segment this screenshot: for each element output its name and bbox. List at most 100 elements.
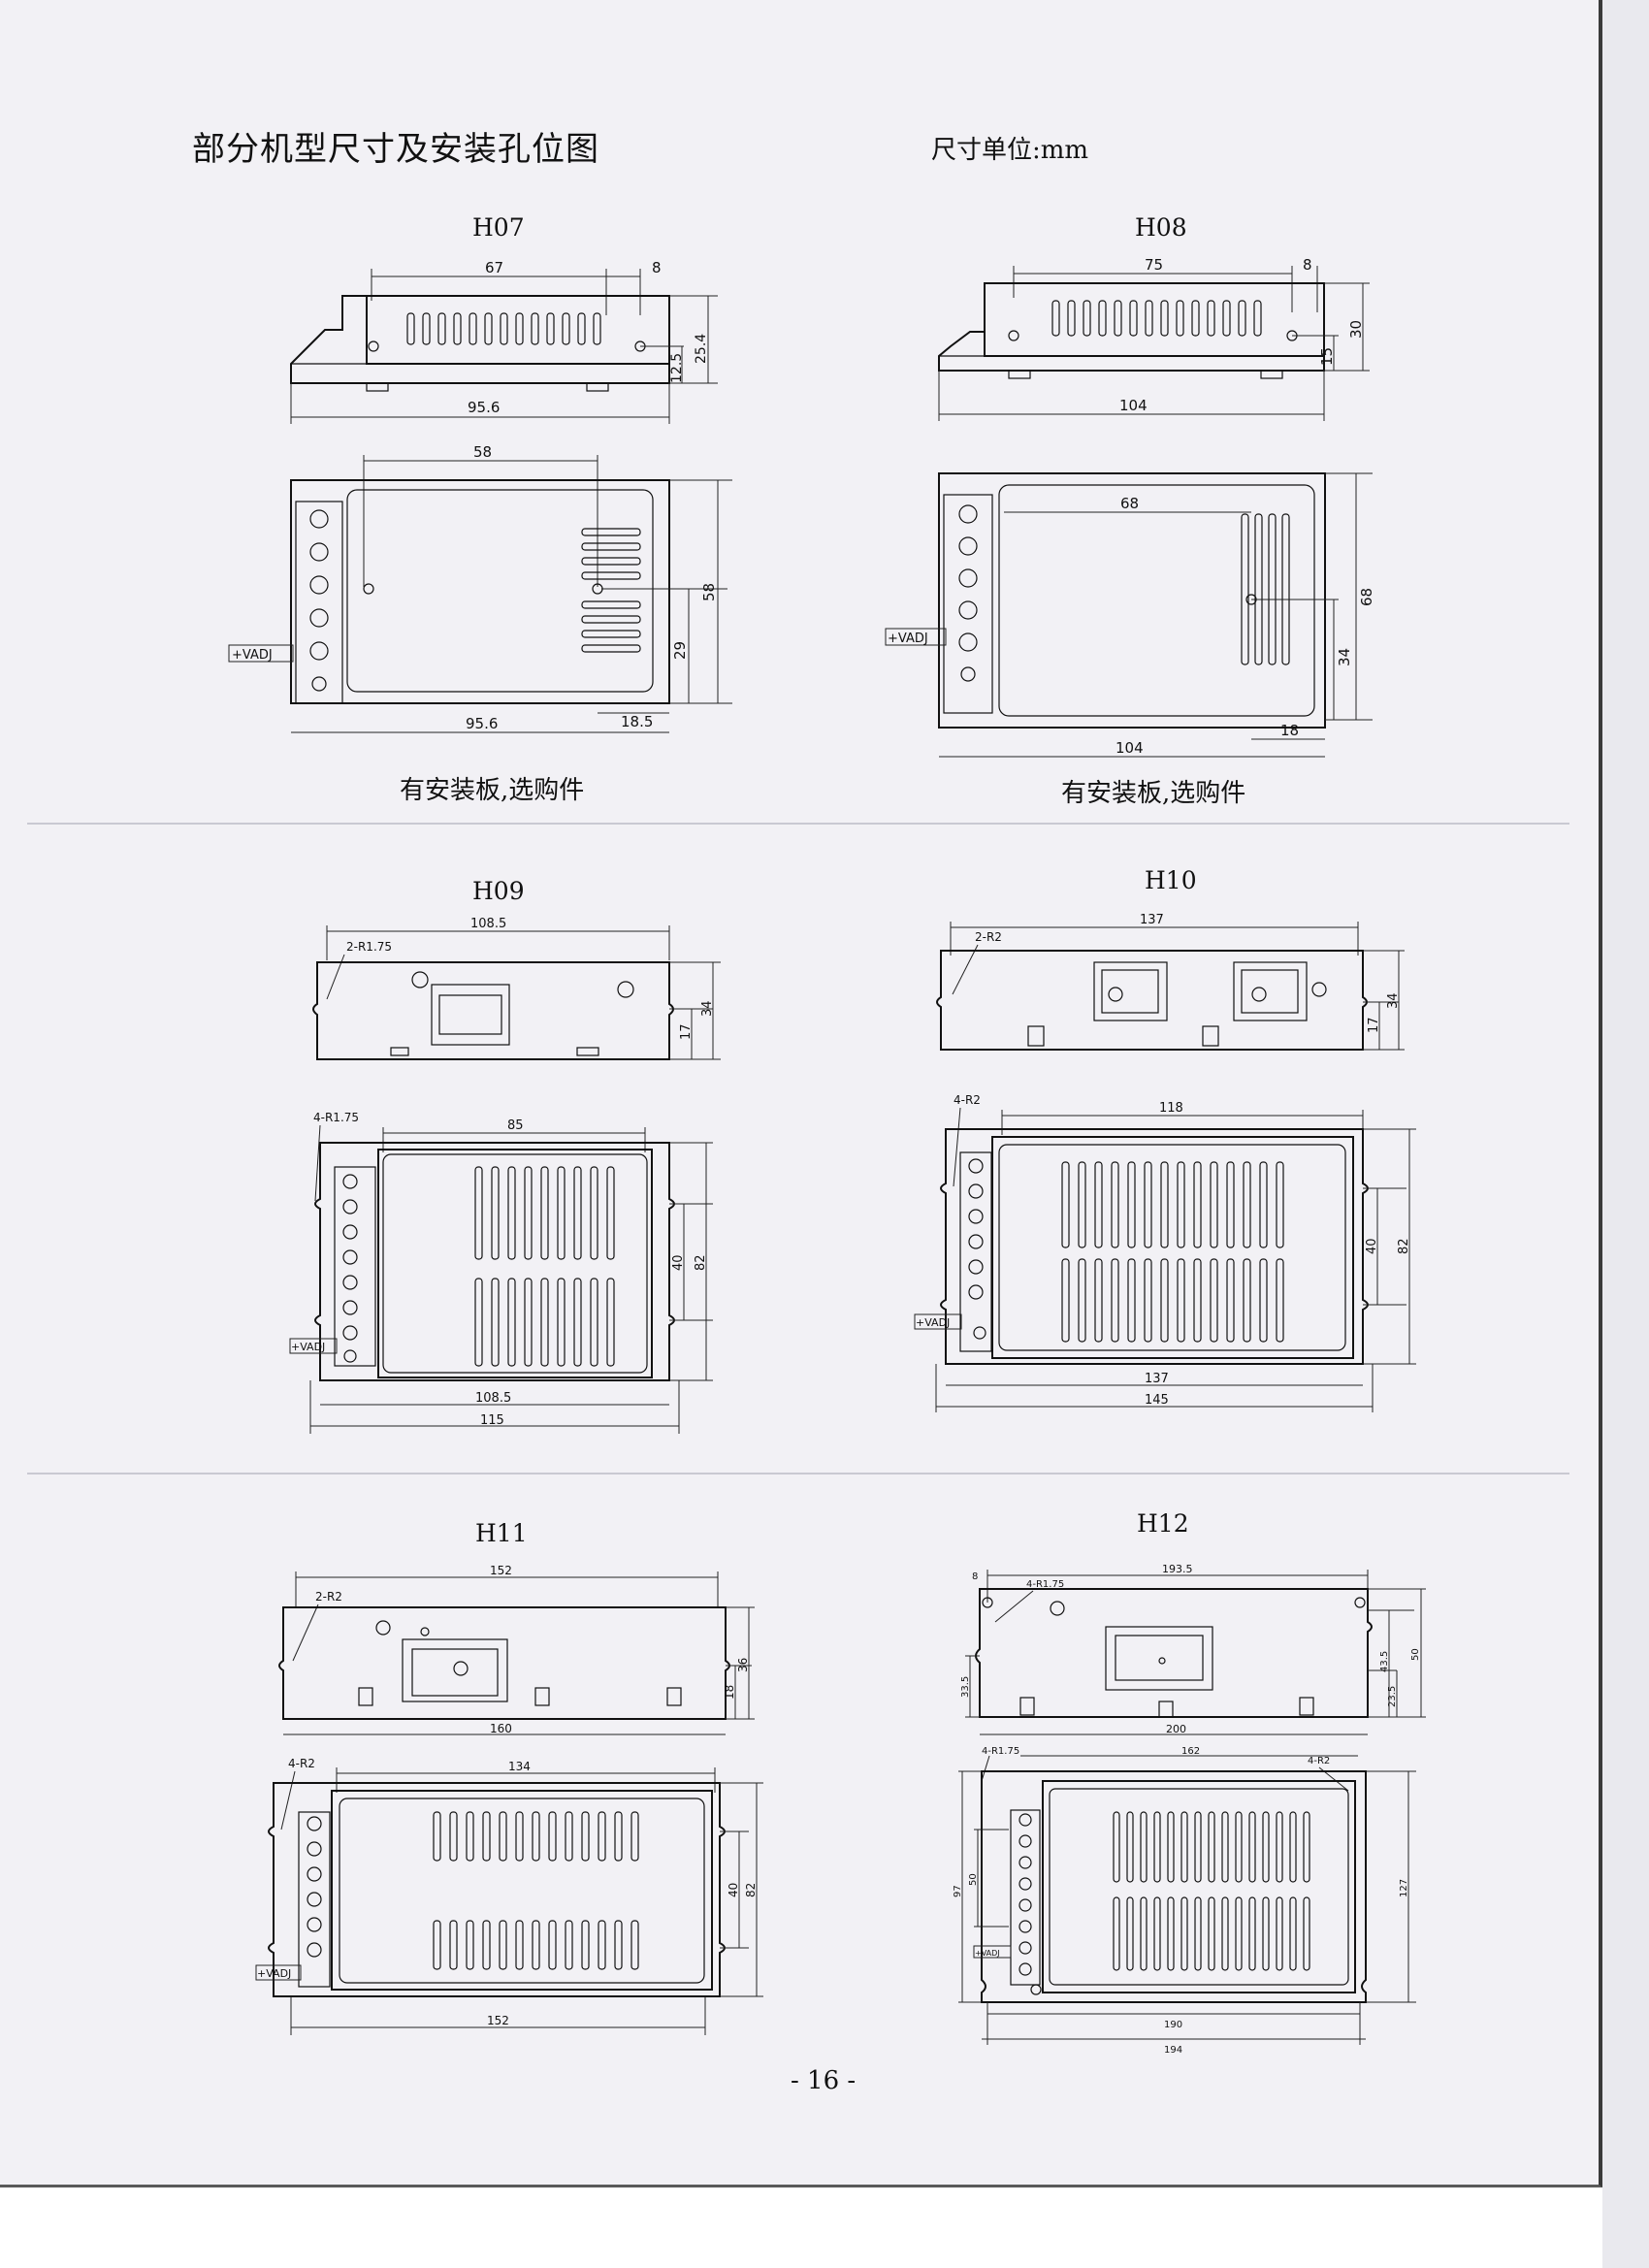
dim-text: 104 [1116, 739, 1144, 757]
vadj-label: +VADJ [232, 648, 273, 663]
dim-text: 34 [1336, 648, 1353, 666]
dim-text: 40 [1365, 1238, 1379, 1254]
terminal-block [307, 1816, 322, 1958]
dim-text: 97 [953, 1885, 963, 1897]
dim-text: 40 [671, 1254, 686, 1271]
vadj-label: +VADJ [975, 1949, 1000, 1958]
terminal-block [342, 1174, 358, 1363]
model-title-h10: H10 [1145, 866, 1197, 894]
drawing-h10-side: 137 2-R2 17 34 [936, 913, 1405, 1051]
dim-text: 108.5 [470, 917, 506, 931]
vent-slots [1051, 300, 1262, 337]
vent-slots [1241, 513, 1290, 665]
dim-text: 95.6 [466, 715, 498, 732]
unit-note: 尺寸单位:mm [931, 136, 1089, 165]
dim-text: 4-R2 [288, 1757, 315, 1770]
vent-slots [474, 1166, 615, 1367]
dim-text: 15 [1318, 347, 1336, 366]
dim-text: 50 [968, 1873, 979, 1886]
terminal-block [1018, 1813, 1042, 1995]
dim-text: 18.5 [621, 713, 653, 730]
dim-text: 115 [480, 1413, 504, 1428]
drawing-h11-side: 152 2-R2 18 36 160 [278, 1564, 755, 1735]
vadj-label: +VADJ [916, 1316, 950, 1329]
dim-text: 137 [1145, 1372, 1169, 1386]
terminal-block [968, 1158, 986, 1340]
dim-text: 43.5 [1379, 1651, 1390, 1672]
dim-text: 104 [1119, 397, 1148, 414]
scan-edge [1602, 0, 1649, 2268]
section-divider [27, 1473, 1569, 1474]
dim-text: 8 [652, 259, 662, 276]
dim-text: 2-R2 [315, 1590, 342, 1604]
drawing-h10-top: 4-R2 118 +VADJ 40 82 137 145 [914, 1093, 1416, 1412]
dim-text: 194 [1164, 2045, 1182, 2056]
vadj-label: +VADJ [291, 1341, 325, 1353]
dim-text: 30 [1347, 320, 1365, 339]
dim-text: 68 [1358, 588, 1375, 606]
dim-text: 29 [671, 641, 689, 660]
dim-text: 8 [972, 1571, 978, 1582]
dim-text: 4-R1.75 [1026, 1579, 1064, 1590]
vent-slots [433, 1811, 639, 1970]
dim-text: 4-R1.75 [982, 1746, 1019, 1757]
drawing-h09-side: 108.5 2-R1.75 17 34 [312, 917, 721, 1060]
dim-text: 8 [1303, 256, 1312, 274]
dim-text: 85 [507, 1118, 524, 1133]
dim-text: 58 [473, 443, 492, 461]
drawing-h07-top: 58 +VADJ 58 29 18.5 95.6 [228, 443, 732, 733]
model-title-h07: H07 [472, 213, 525, 242]
dim-text: 4-R2 [1308, 1756, 1330, 1766]
dim-text: 82 [744, 1883, 758, 1897]
drawing-h12-top: 4-R1.75 4-R2 162 +VADJ 97 50 127 [953, 1746, 1416, 2056]
vent-slots [406, 312, 601, 345]
dim-text: 50 [1410, 1648, 1421, 1661]
drawing-h08-top: +VADJ 68 68 34 18 104 [885, 472, 1375, 758]
dim-text: 12.5 [669, 353, 685, 383]
dim-text: 160 [490, 1722, 512, 1735]
dim-text: 2-R1.75 [346, 940, 392, 954]
dim-text: 58 [700, 583, 718, 601]
drawing-h07-side: 67 8 12.5 25.4 95.6 [290, 259, 718, 424]
dim-text: 17 [1367, 1017, 1381, 1033]
drawing-h08-side: 75 8 15 30 104 [938, 256, 1370, 421]
dim-text: 40 [727, 1883, 740, 1897]
page-sheet [0, 0, 1602, 2187]
dim-text: 33.5 [960, 1676, 971, 1698]
dim-text: 4-R1.75 [313, 1111, 359, 1124]
dim-text: 4-R2 [954, 1093, 981, 1107]
dim-text: 18 [723, 1685, 736, 1700]
dim-text: 68 [1120, 495, 1139, 512]
dim-text: 95.6 [468, 399, 500, 416]
drawing-h09-top: 4-R1.75 85 +VADJ 40 82 108.5 115 [289, 1111, 713, 1434]
dim-text: 34 [1386, 992, 1401, 1009]
dim-text: 190 [1164, 2020, 1182, 2030]
vent-slots [1061, 1161, 1284, 1343]
dim-text: 162 [1181, 1746, 1200, 1757]
model-title-h08: H08 [1135, 213, 1187, 242]
caption-h07: 有安装板,选购件 [400, 776, 585, 805]
drawing-h11-top: 4-R2 134 +VADJ 40 82 152 [255, 1757, 763, 2035]
dim-text: 145 [1145, 1393, 1169, 1408]
model-title-h11: H11 [475, 1519, 528, 1547]
dim-text: 137 [1140, 913, 1164, 927]
vadj-label: +VADJ [888, 632, 928, 646]
vent-slots [581, 528, 641, 653]
dim-text: 36 [736, 1658, 750, 1672]
dim-text: 152 [487, 2014, 509, 2027]
vent-slots [1113, 1811, 1310, 1971]
dim-text: 82 [694, 1254, 708, 1271]
dim-text: 75 [1145, 256, 1163, 274]
dim-text: 18 [1280, 722, 1299, 739]
dim-text: 82 [1397, 1238, 1411, 1254]
dim-text: 17 [679, 1023, 694, 1040]
page-number: - 16 - [791, 2066, 857, 2095]
dim-text: 23.5 [1387, 1686, 1398, 1707]
dim-text: 152 [490, 1564, 512, 1577]
caption-h08: 有安装板,选购件 [1061, 779, 1246, 808]
dim-text: 108.5 [475, 1391, 511, 1406]
dim-text: 127 [1399, 1879, 1409, 1897]
model-title-h12: H12 [1137, 1509, 1189, 1538]
section-divider [27, 823, 1569, 825]
model-title-h09: H09 [472, 877, 525, 905]
